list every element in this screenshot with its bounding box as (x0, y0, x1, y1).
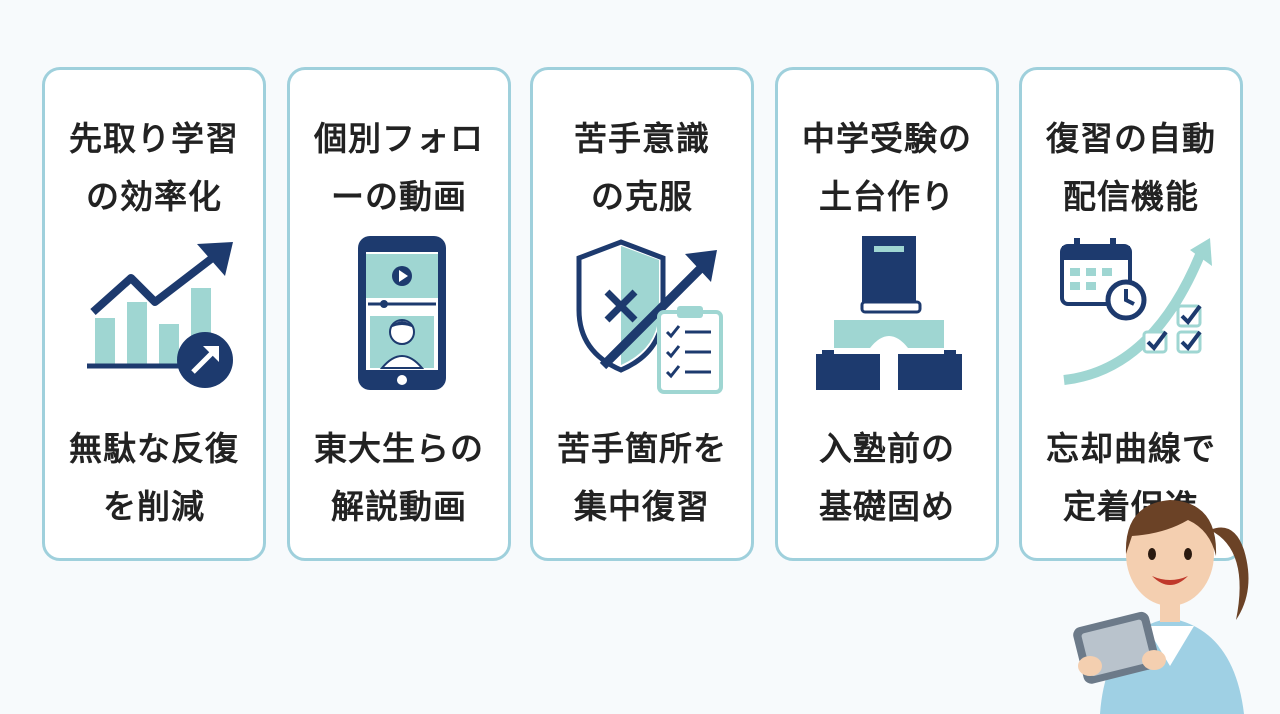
card-description: 忘却曲線で 定着促進 (1046, 429, 1216, 526)
calendar-curve-icon (1060, 238, 1212, 385)
card-description: 入塾前の 基礎固め (819, 429, 955, 526)
card-description: 苦手箇所を 集中復習 (557, 429, 727, 526)
card-title: 先取り学習 の効率化 (69, 119, 239, 216)
card-description: 東大生らの 解説動画 (314, 429, 484, 526)
student-with-tablet-illustration (1073, 500, 1249, 714)
card-weakness: 苦手意識 の克服 苦手箇所を 集中復習 (530, 67, 754, 561)
card-title: 苦手意識 の克服 (574, 119, 710, 216)
card-efficiency: 先取り学習 の効率化 無駄な反復 を削減 (42, 67, 266, 561)
shield-checklist-icon (576, 239, 723, 394)
card-title: 中学受験の 土台作り (802, 119, 972, 216)
book-foundation-icon (816, 236, 962, 390)
card-title: 復習の自動 配信機能 (1046, 119, 1216, 216)
card-auto-review: 復習の自動 配信機能 忘却曲線で 定着促進 (1019, 67, 1243, 561)
growth-chart-icon (87, 242, 233, 388)
card-title: 個別フォロ ーの動画 (314, 119, 484, 216)
card-video-follow: 個別フォロ ーの動画 東大生らの 解説動画 (287, 67, 511, 561)
smartphone-video-icon (358, 236, 446, 390)
card-foundation: 中学受験の 土台作り 入塾前の 基礎固め (775, 67, 999, 561)
card-description: 無駄な反復 を削減 (69, 429, 239, 526)
